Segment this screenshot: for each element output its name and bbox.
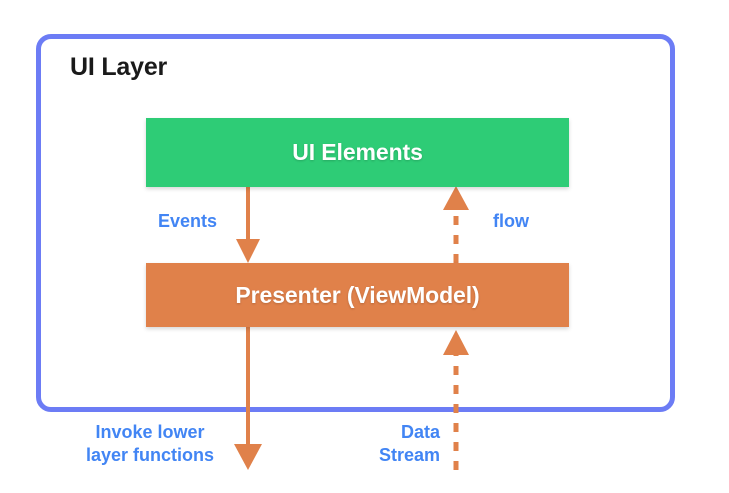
box-ui-elements-label: UI Elements — [292, 139, 423, 165]
box-presenter-label: Presenter (ViewModel) — [235, 281, 480, 308]
ui-layer-title: UI Layer — [70, 53, 168, 81]
ui-layer-frame — [36, 34, 675, 412]
box-presenter[interactable]: Presenter (ViewModel) — [146, 263, 569, 327]
label-data-stream: Data Stream — [378, 422, 440, 465]
label-events: Events — [158, 211, 218, 231]
label-invoke-lower-layer-functions: Invoke lower layer functions — [85, 422, 215, 465]
box-ui-elements[interactable]: UI Elements — [146, 118, 569, 187]
label-flow: flow — [493, 211, 529, 231]
